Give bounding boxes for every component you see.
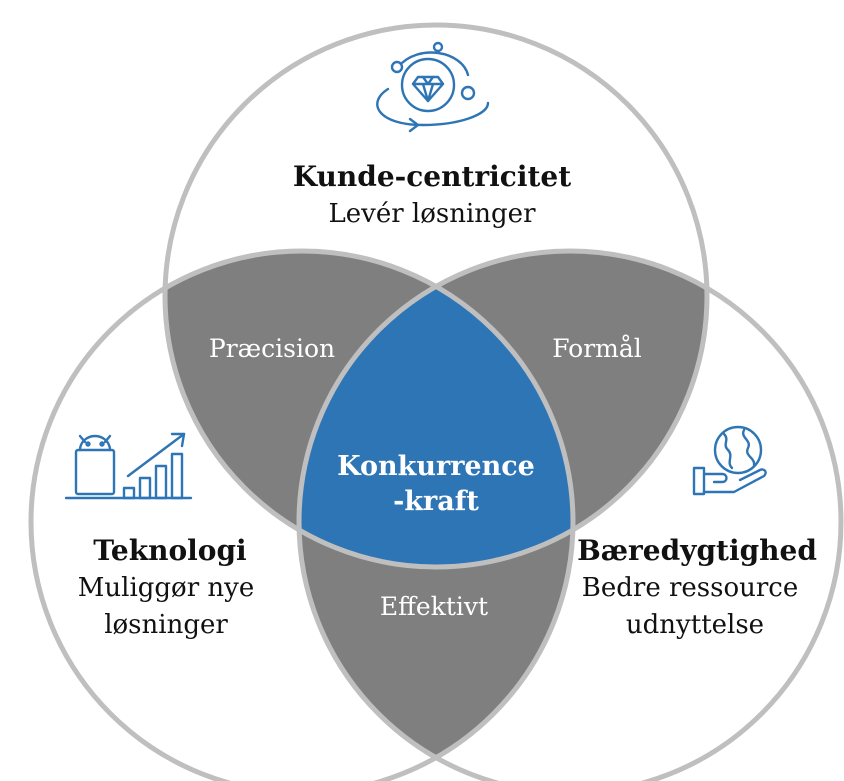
center-label-line2: -kraft [393,486,479,517]
circle-top-subtitle: Levér løsninger [329,199,537,229]
center-label-line1: Konkurrence [337,451,535,482]
circle-right-subtitle-line1: Bedre ressource [582,573,799,603]
circle-left-title: Teknologi [93,534,246,567]
overlap-left-right-label: Effektivt [380,592,488,621]
robot-growth-chart-icon [64,432,193,500]
circle-right-subtitle-line2: udnyttelse [626,610,764,640]
overlap-top-right-label: Formål [552,334,642,363]
circle-right-outline [296,248,844,781]
diamond-orbit-icon [376,41,490,133]
circle-left-subtitle-line2: løsninger [104,610,228,640]
circle-left-outline [28,248,576,781]
overlap-top-left-label: Præcision [209,334,335,363]
circle-top-outline [162,22,710,570]
globe-in-hand-icon [692,425,767,496]
circle-top-title: Kunde-centricitet [293,160,571,193]
circle-right-title: Bæredygtighed [577,534,817,567]
circle-left-subtitle-line1: Muliggør nye [78,573,254,603]
center-region [299,251,573,567]
